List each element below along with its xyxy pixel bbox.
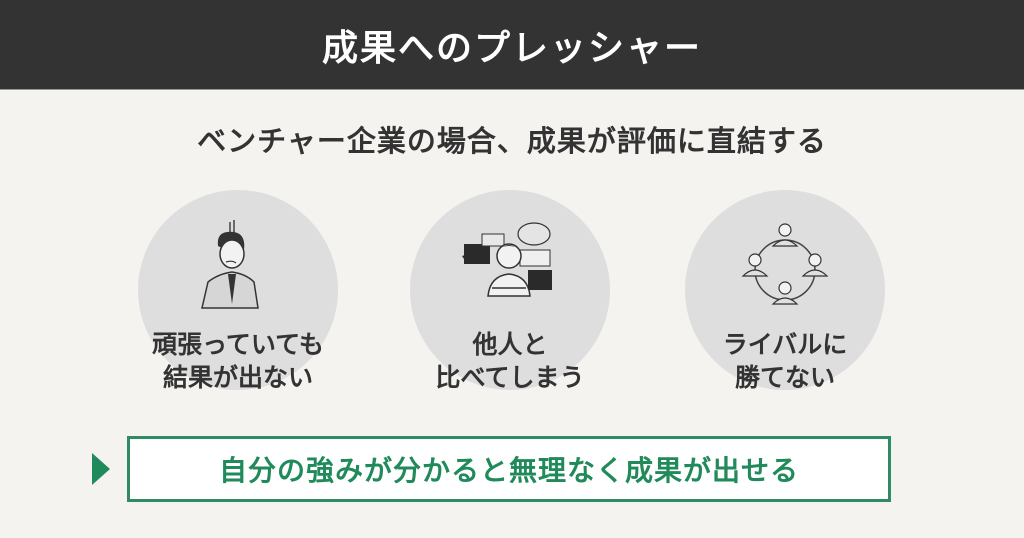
item-card-1: 頑張っていても 結果が出ない xyxy=(138,190,338,392)
header-bar: 成果へのプレッシャー xyxy=(0,0,1024,90)
conclusion-banner: 自分の強みが分かると無理なく成果が出せる xyxy=(127,436,891,502)
page-title: 成果へのプレッシャー xyxy=(321,27,702,69)
item-caption: 頑張っていても 結果が出ない xyxy=(152,330,324,392)
item-card-2: 他人と 比べてしまう xyxy=(410,190,610,392)
rival-network-people-icon xyxy=(741,223,829,305)
comparing-person-speech-bubbles-icon xyxy=(462,222,552,297)
item-caption: ライバルに 勝てない xyxy=(722,330,848,392)
item-card-3: ライバルに 勝てない xyxy=(685,190,885,392)
conclusion-text: 自分の強みが分かると無理なく成果が出せる xyxy=(218,454,799,487)
item-caption: 他人と 比べてしまう xyxy=(435,330,585,392)
subtitle: ベンチャー企業の場合、成果が評価に直結する xyxy=(197,124,827,158)
tired-businessman-icon xyxy=(201,220,259,309)
triangle-arrow-icon xyxy=(92,453,110,485)
